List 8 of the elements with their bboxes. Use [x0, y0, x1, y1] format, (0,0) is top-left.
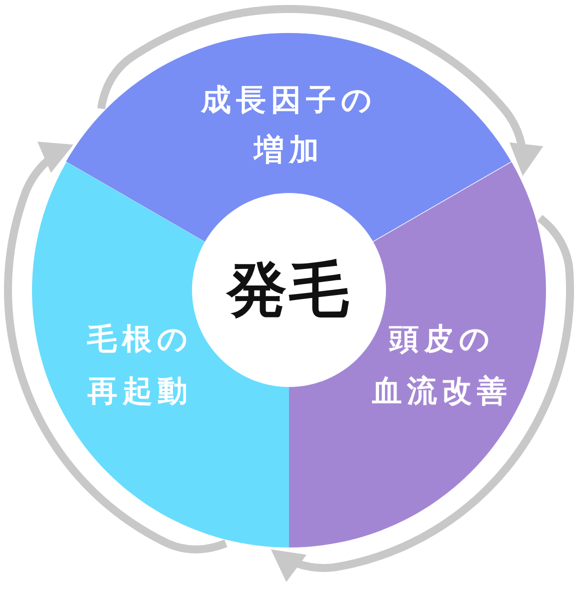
- center-label: 発毛: [227, 254, 351, 326]
- curved-arrow: [4, 140, 228, 554]
- curved-arrow: [268, 214, 574, 582]
- curved-arrow: [97, 5, 544, 178]
- segment-label: 成長因子の増加: [200, 82, 378, 170]
- segment-label: 毛根の再起動: [86, 321, 194, 411]
- segment-label: 頭皮の血流改善: [371, 321, 513, 411]
- pie-segment: [66, 33, 512, 242]
